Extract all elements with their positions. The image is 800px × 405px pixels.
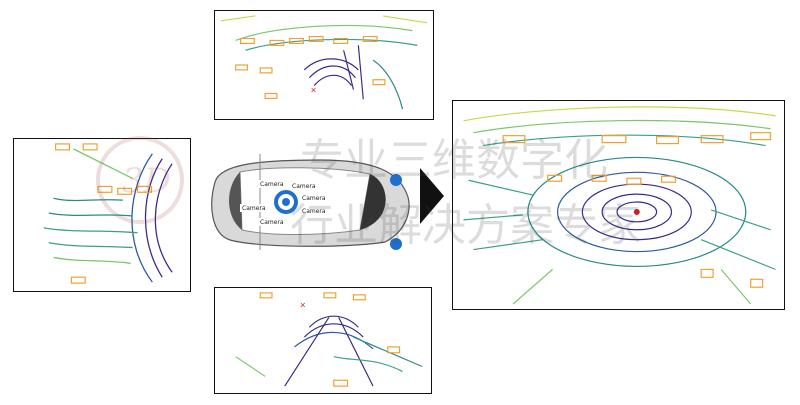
lidar-points-fused [463, 106, 776, 305]
svg-text:×: × [299, 301, 306, 310]
lidar-points-rear: × [235, 292, 423, 387]
svg-text:×: × [310, 85, 317, 94]
fusion-arrow [420, 168, 444, 224]
camera-label-6: Camera [260, 219, 284, 226]
lidar-points-front: × [220, 15, 428, 110]
vehicle-diagram: Camera Camera Camera Camera Camera Camer… [200, 152, 415, 252]
lidar-view-fused [452, 100, 785, 310]
camera-label-5: Camera [302, 208, 326, 215]
camera-label-2: Camera [292, 183, 316, 190]
lidar-view-rear: × [214, 287, 432, 394]
lidar-points-left [43, 143, 173, 284]
camera-label-3: Camera [302, 195, 326, 202]
lidar-view-front: × [214, 10, 434, 120]
camera-label-4: Camera [242, 205, 266, 212]
lidar-view-left [13, 138, 191, 292]
camera-label-1: Camera [260, 181, 284, 188]
